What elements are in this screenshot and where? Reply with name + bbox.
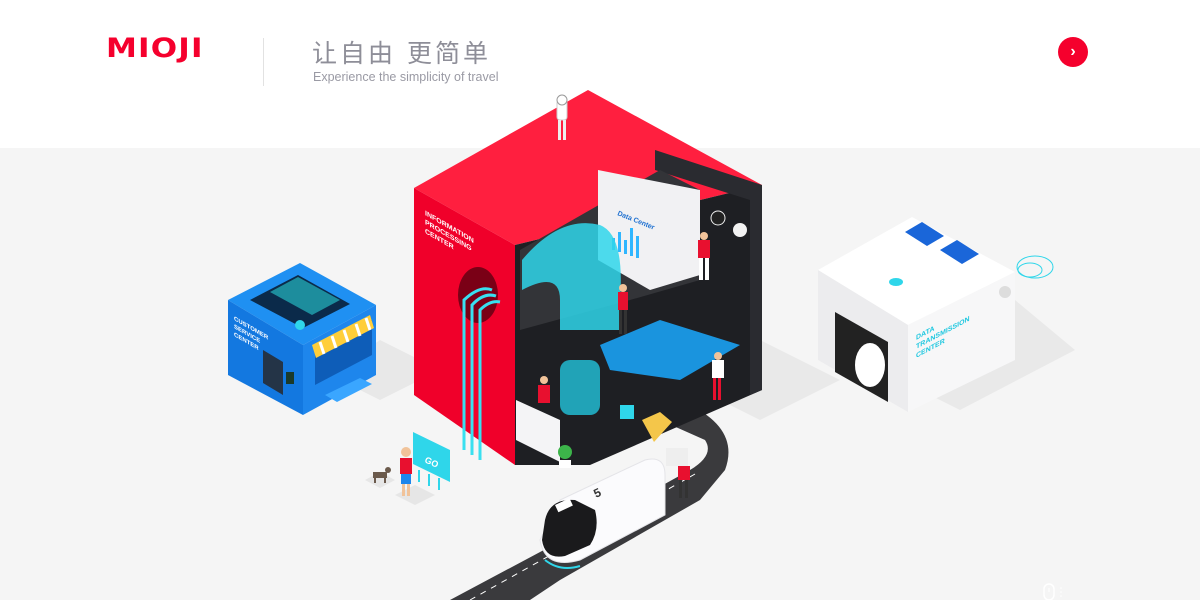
road [450, 405, 729, 600]
clock-icon [710, 210, 726, 226]
go-sign[interactable]: GO [413, 432, 450, 490]
cube-object [642, 412, 672, 442]
person [712, 352, 724, 400]
person [618, 284, 628, 334]
holo-table [600, 320, 740, 380]
person-carrying-box [666, 448, 690, 498]
cube-object [620, 405, 634, 419]
customer-service-center[interactable]: CUSTOMERSERVICECENTER [228, 263, 376, 415]
door[interactable] [263, 350, 283, 395]
awning-stripes [318, 317, 372, 355]
next-button[interactable]: › [1058, 37, 1088, 67]
cyan-tank [560, 360, 600, 415]
slogan-chinese: 让自由 更简单 [312, 39, 491, 68]
train-headlight [555, 498, 573, 513]
keypad [286, 372, 294, 384]
counter-step [325, 378, 372, 402]
data-center-wall [598, 170, 700, 290]
person-tile [395, 485, 435, 505]
cyan-pipe [522, 223, 621, 330]
mouse-scroll-icon[interactable] [1043, 583, 1062, 600]
interior-back-wall [655, 150, 762, 395]
mioji-logo[interactable]: MIOJI [106, 33, 204, 64]
astronaut [556, 94, 568, 140]
plant [558, 445, 572, 468]
solar-panel [905, 222, 979, 264]
chevron-right-icon: › [1070, 43, 1076, 60]
desk [516, 400, 560, 462]
dog [373, 467, 391, 483]
train-underglow [544, 559, 581, 569]
person [538, 376, 550, 403]
train[interactable]: 5 [539, 458, 666, 569]
sensor-icon [889, 278, 903, 286]
glass-roof [270, 277, 340, 315]
white-right-face [908, 272, 1015, 412]
awning [312, 315, 374, 358]
dog-tile [365, 472, 395, 488]
cube-top [414, 90, 762, 245]
white-top [818, 217, 1015, 325]
information-processing-center[interactable]: Data Center INFORMATIONPROCESSINGCENTER [414, 90, 762, 498]
data-transmission-center[interactable]: DATATRANSMISSIONCENTER [818, 217, 1054, 412]
header-divider [263, 38, 264, 86]
cyan-cables [462, 287, 501, 460]
train-front-window [542, 499, 597, 557]
person [698, 232, 710, 280]
traveler [400, 447, 412, 496]
parked-train [855, 343, 885, 387]
staff-head [295, 320, 305, 330]
satellite-dish-icon [999, 255, 1054, 298]
clock-icon [733, 223, 747, 237]
pipe-hole [458, 267, 498, 323]
go-screen [413, 432, 450, 482]
slogan-english: Experience the simplicity of travel [313, 70, 499, 84]
